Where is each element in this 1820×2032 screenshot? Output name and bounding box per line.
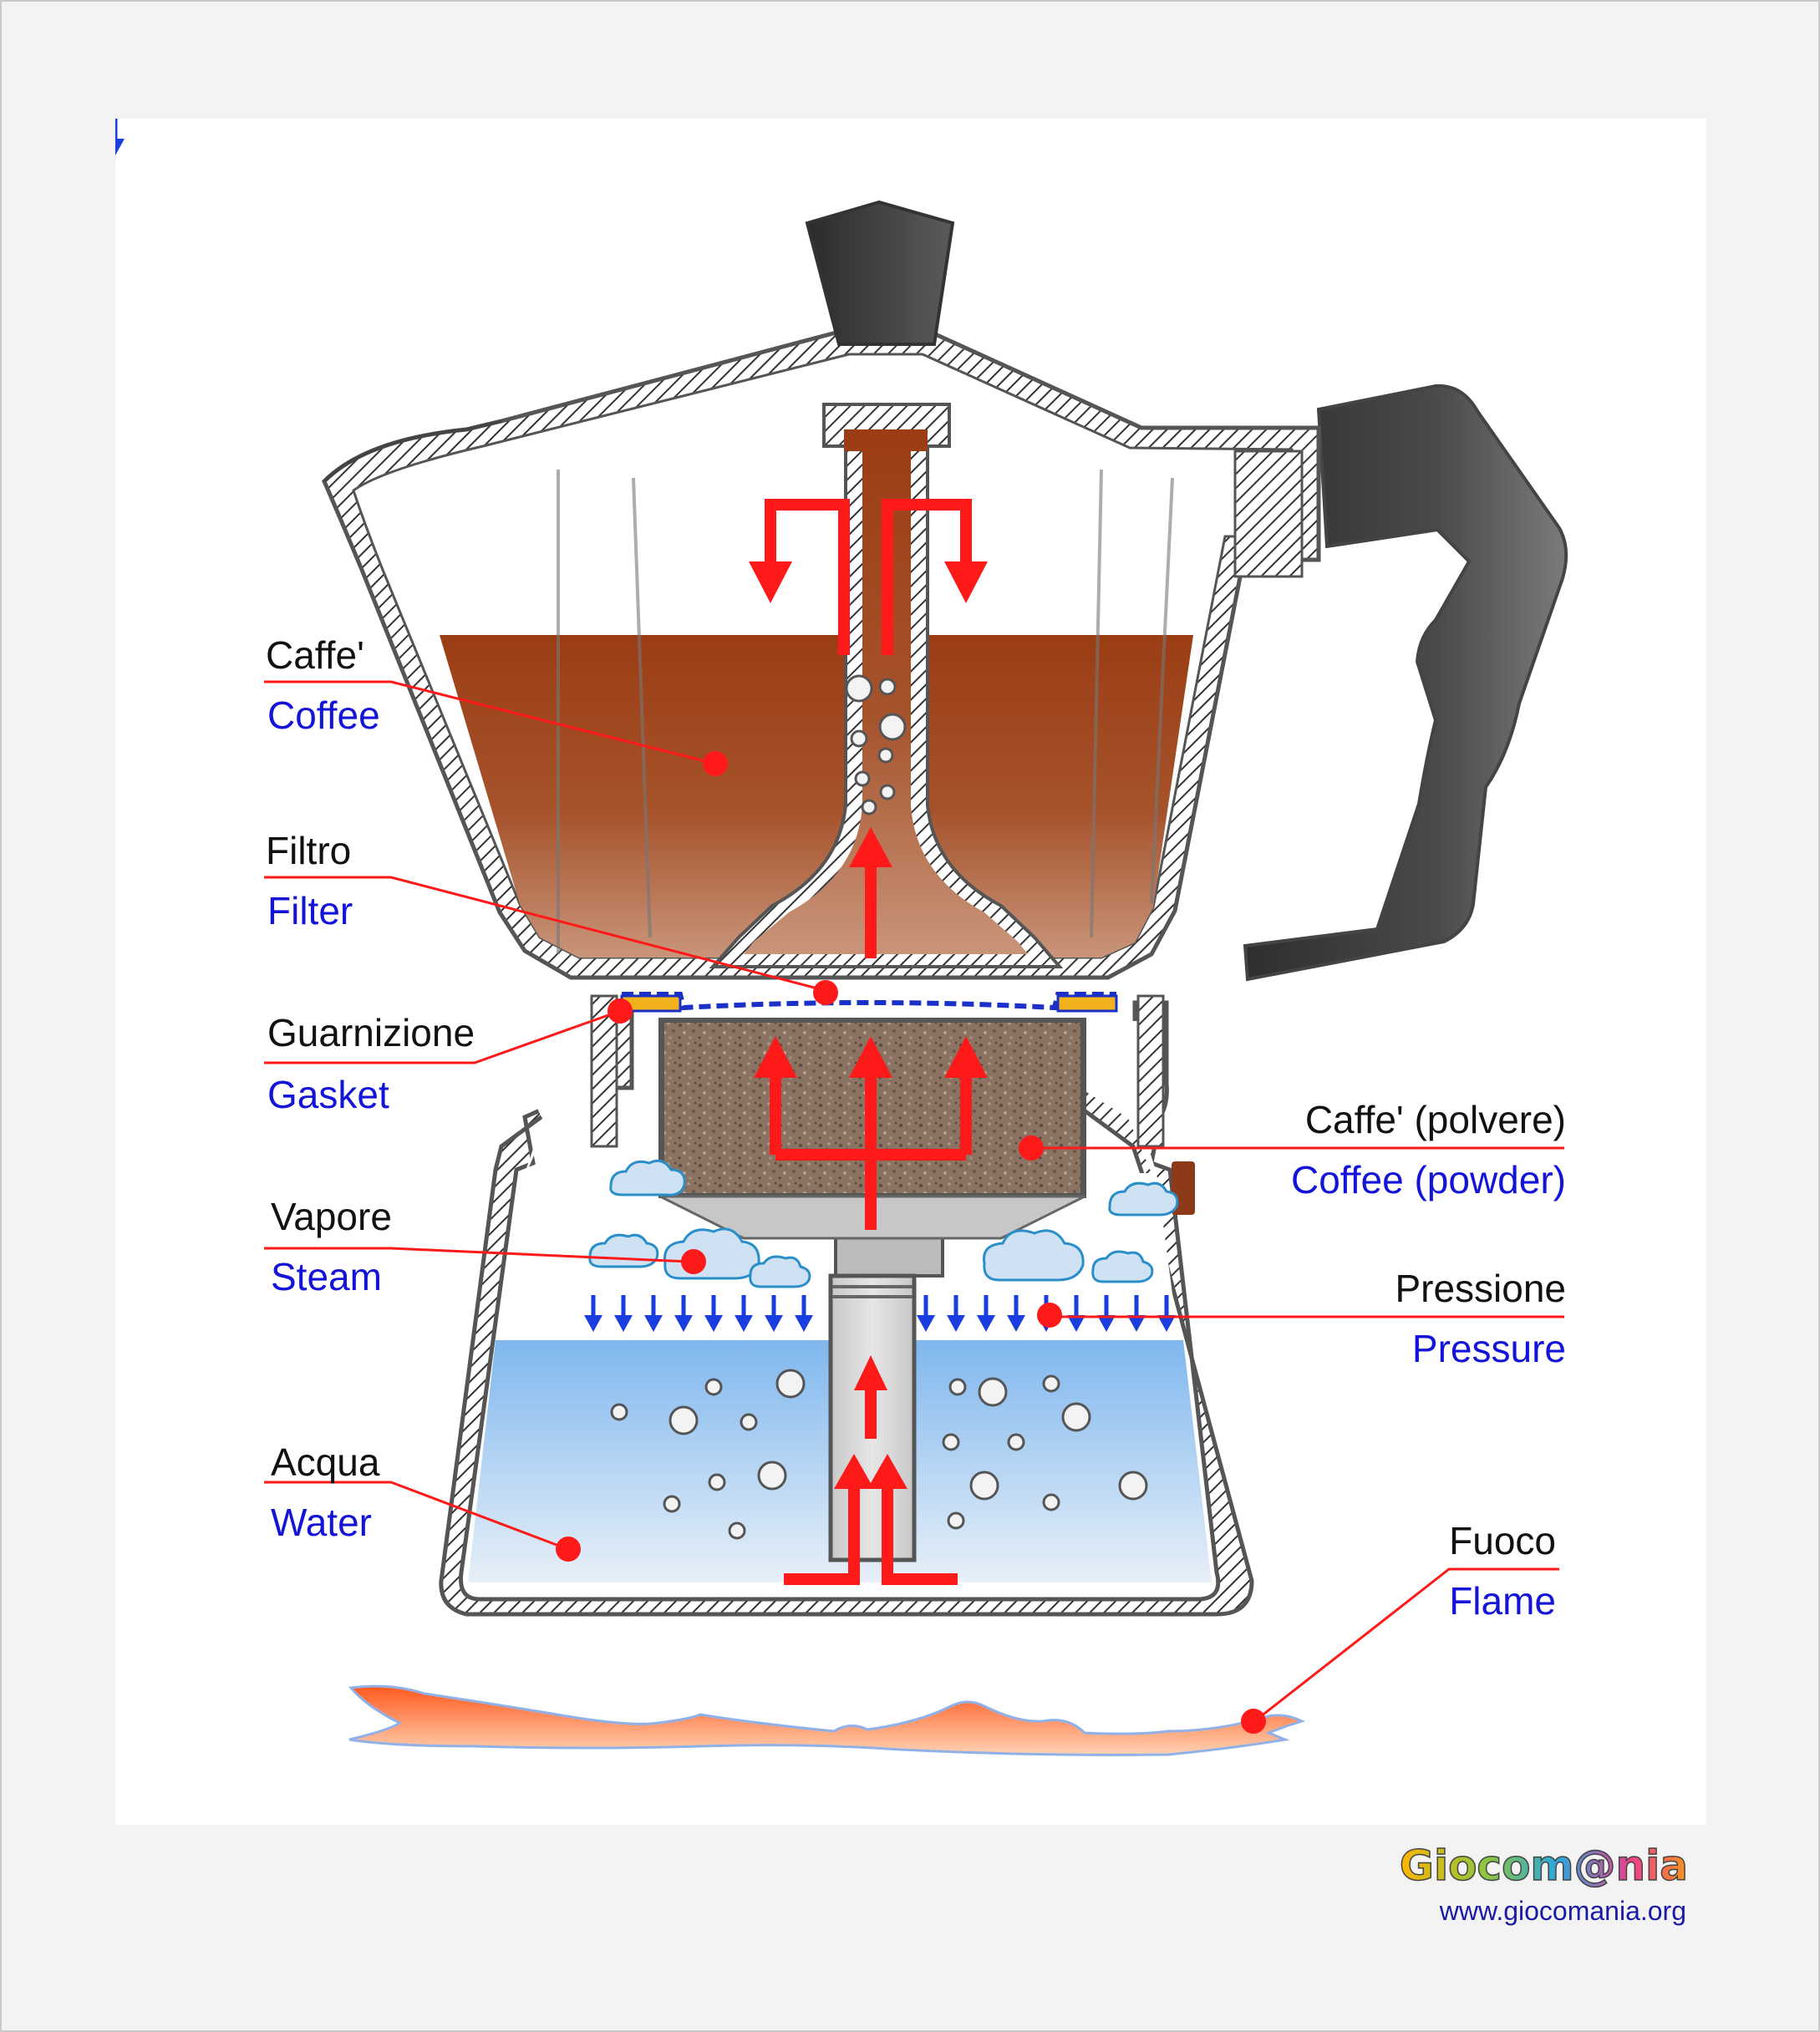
- flow-arrows: [765, 499, 972, 1585]
- flow-arrowheads: [749, 561, 988, 1489]
- flame: [348, 1684, 1306, 1756]
- label-coffee-it: Caffe': [266, 633, 364, 677]
- handle-mount: [1233, 450, 1304, 578]
- lid-knob: [805, 200, 955, 346]
- moka-pot-diagram: Caffe' Coffee Filtro Filter Guarnizione …: [115, 119, 1568, 1756]
- label-pressure-it: Pressione: [1395, 1267, 1566, 1310]
- label-steam-it: Vapore: [271, 1195, 392, 1238]
- label-water-it: Acqua: [271, 1440, 380, 1484]
- filter-plate: [622, 992, 1116, 1011]
- label-coffee-powder-it: Caffe' (polvere): [1305, 1098, 1566, 1141]
- boiler-wall: [439, 1000, 1254, 1617]
- label-flame-it: Fuoco: [1449, 1519, 1556, 1562]
- label-gasket-en: Gasket: [267, 1073, 389, 1116]
- label-gasket-it: Guarnizione: [267, 1011, 475, 1054]
- label-flame-en: Flame: [1449, 1579, 1556, 1623]
- diagram-canvas: Caffe' Coffee Filtro Filter Guarnizione …: [115, 119, 1706, 1825]
- leader-dots: [556, 751, 1266, 1734]
- label-steam-en: Steam: [271, 1255, 382, 1298]
- leader-lines: [264, 680, 1564, 1721]
- label-pressure-en: Pressure: [1412, 1327, 1566, 1370]
- gasket-right: [1056, 994, 1118, 1013]
- label-coffee-en: Coffee: [267, 693, 380, 737]
- handle: [1243, 384, 1568, 982]
- label-filter-it: Filtro: [266, 829, 351, 872]
- boiler-cavity: [470, 1021, 1210, 1594]
- pressure-arrows: [115, 119, 1176, 1332]
- column-bubbles: [845, 674, 907, 815]
- brewed-coffee: [440, 635, 1193, 958]
- label-coffee-powder-en: Coffee (powder): [1291, 1158, 1566, 1201]
- water-bubbles: [610, 1369, 1148, 1540]
- label-filter-en: Filter: [267, 889, 353, 932]
- label-water-en: Water: [271, 1501, 372, 1544]
